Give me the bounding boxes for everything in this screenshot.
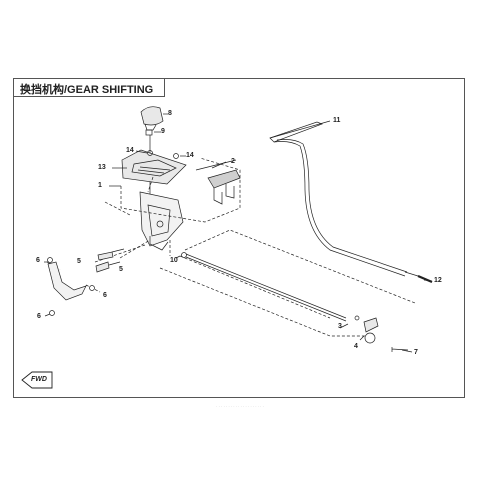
callout-14a: 14	[126, 147, 134, 154]
callout-10: 10	[170, 257, 178, 264]
bolt-14a-part	[147, 150, 153, 156]
callout-6c: 6	[37, 313, 41, 320]
lower-bracket-part	[47, 257, 95, 316]
callout-12: 12	[434, 277, 442, 284]
page-title: 换挡机构/GEAR SHIFTING	[20, 84, 154, 96]
callout-2: 2	[231, 158, 235, 165]
callout-7: 7	[414, 349, 418, 356]
shift-knob-part	[140, 106, 164, 131]
callout-5a: 5	[77, 258, 81, 265]
shift-cable-part	[269, 121, 433, 284]
bolt-14b-part	[173, 153, 179, 159]
shift-boot-part	[121, 149, 187, 185]
leader-lines	[44, 113, 433, 353]
mounting-bracket-part	[195, 159, 241, 205]
rod-end-part	[354, 315, 379, 344]
callout-14b: 14	[186, 152, 194, 159]
shift-rod-part	[181, 252, 347, 322]
callout-8: 8	[168, 110, 172, 117]
callout-4: 4	[354, 343, 358, 350]
callout-6b: 6	[103, 292, 107, 299]
callout-13: 13	[98, 164, 106, 171]
callout-1: 1	[98, 182, 102, 189]
callout-5b: 5	[119, 266, 123, 273]
callout-3: 3	[338, 323, 342, 330]
callout-11: 11	[333, 117, 341, 124]
callout-9: 9	[161, 128, 165, 135]
knob-bolt-part	[145, 129, 153, 136]
diagram-frame	[13, 78, 465, 398]
shifter-housing-part	[139, 191, 184, 251]
bolt-7-part	[391, 347, 409, 352]
footer-watermark: · · · · · · · · · · · · · · · · · · · ·	[216, 404, 264, 409]
bolts-5-part	[95, 248, 125, 273]
fwd-arrow-icon	[21, 371, 53, 389]
fwd-label: FWD	[31, 376, 47, 383]
title-box	[13, 78, 165, 97]
callout-6a: 6	[36, 257, 40, 264]
reference-lines	[46, 157, 416, 337]
